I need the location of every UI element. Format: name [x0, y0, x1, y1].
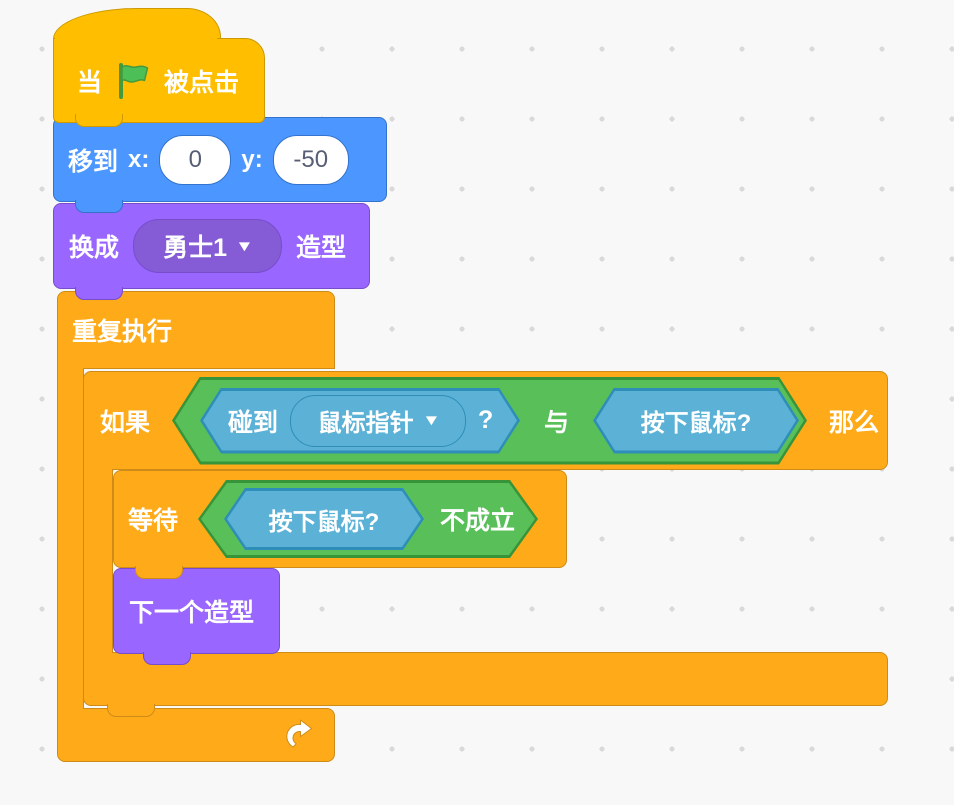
when-label: 当	[77, 68, 103, 97]
next-costume-label: 下一个造型	[129, 599, 255, 627]
if-seam-top	[84, 467, 112, 471]
go-to-label: 移到	[68, 147, 119, 176]
costume-label: 造型	[296, 234, 347, 262]
if-arm	[83, 469, 113, 653]
touching-target-value: 鼠标指针	[317, 410, 414, 437]
dropdown-arrow-icon: ▼	[235, 237, 254, 255]
wait-until-bump	[135, 566, 183, 579]
then-label: 那么	[829, 408, 880, 437]
forever-block[interactable]: 重复执行	[57, 291, 335, 762]
switch-costume-block[interactable]: 换成 勇士1 ▼ 造型	[53, 203, 370, 303]
if-then-block[interactable]: 如果 碰到 鼠标指针 ▼	[83, 371, 891, 721]
forever-seam-bottom	[58, 707, 83, 711]
touching-label: 碰到	[228, 408, 279, 437]
hat-seam	[55, 35, 217, 42]
touching-target-dropdown[interactable]: 鼠标指针 ▼	[290, 394, 467, 447]
not-label: 不成立	[440, 507, 516, 535]
touching-question-mark: ?	[478, 406, 494, 434]
next-costume-block[interactable]: 下一个造型	[113, 568, 280, 666]
go-to-bump	[75, 200, 123, 213]
dropdown-arrow-icon: ▼	[421, 412, 441, 429]
wait-label: 等待	[128, 507, 179, 535]
if-label: 如果	[100, 408, 151, 437]
x-input[interactable]: 0	[159, 134, 232, 185]
not-operator-block[interactable]: 按下鼠标? 不成立	[198, 480, 538, 558]
clicked-label: 被点击	[164, 68, 240, 97]
forever-seam-top	[58, 366, 83, 370]
hat-bump	[75, 114, 123, 127]
forever-arm	[57, 368, 84, 709]
forever-label: 重复执行	[72, 318, 173, 346]
and-label: 与	[544, 408, 570, 437]
hat-body	[53, 38, 265, 123]
mouse-down-fill	[596, 391, 796, 451]
mouse-down-2-label: 按下鼠标?	[268, 508, 380, 536]
switch-label: 换成	[69, 234, 120, 262]
forever-top: 重复执行	[57, 291, 335, 369]
if-bump	[107, 704, 155, 717]
wait-until-block[interactable]: 等待 按下鼠标? 不成立	[113, 470, 567, 580]
costume-dropdown-value: 勇士1	[163, 234, 228, 262]
switch-costume-bump	[75, 287, 123, 300]
hat-content: 当 被点击	[53, 38, 265, 123]
costume-dropdown[interactable]: 勇士1 ▼	[133, 219, 283, 273]
mouse-down-2-fill	[227, 491, 421, 547]
touching-block[interactable]: 碰到 鼠标指针 ▼ ?	[200, 388, 520, 454]
mouse-down-label: 按下鼠标?	[640, 410, 752, 437]
forever-bottom	[57, 708, 335, 762]
go-to-xy-block[interactable]: 移到 x: 0 y: -50	[53, 117, 387, 217]
green-flag-icon	[114, 61, 152, 101]
mouse-down-block[interactable]: 按下鼠标?	[593, 388, 799, 454]
next-costume-bump	[143, 652, 191, 665]
and-operator-block[interactable]: 碰到 鼠标指针 ▼ ? 与 按	[172, 377, 807, 465]
if-bottom	[83, 652, 888, 706]
if-seam-bottom	[84, 651, 112, 655]
y-input[interactable]: -50	[272, 134, 349, 185]
x-label: x:	[128, 145, 150, 173]
when-flag-clicked-block[interactable]: 当 被点击	[53, 8, 265, 130]
loop-arrow-icon	[284, 719, 318, 751]
mouse-down-block-2[interactable]: 按下鼠标?	[224, 488, 424, 550]
if-top: 如果 碰到 鼠标指针 ▼	[83, 371, 888, 470]
y-label: y:	[241, 145, 263, 173]
